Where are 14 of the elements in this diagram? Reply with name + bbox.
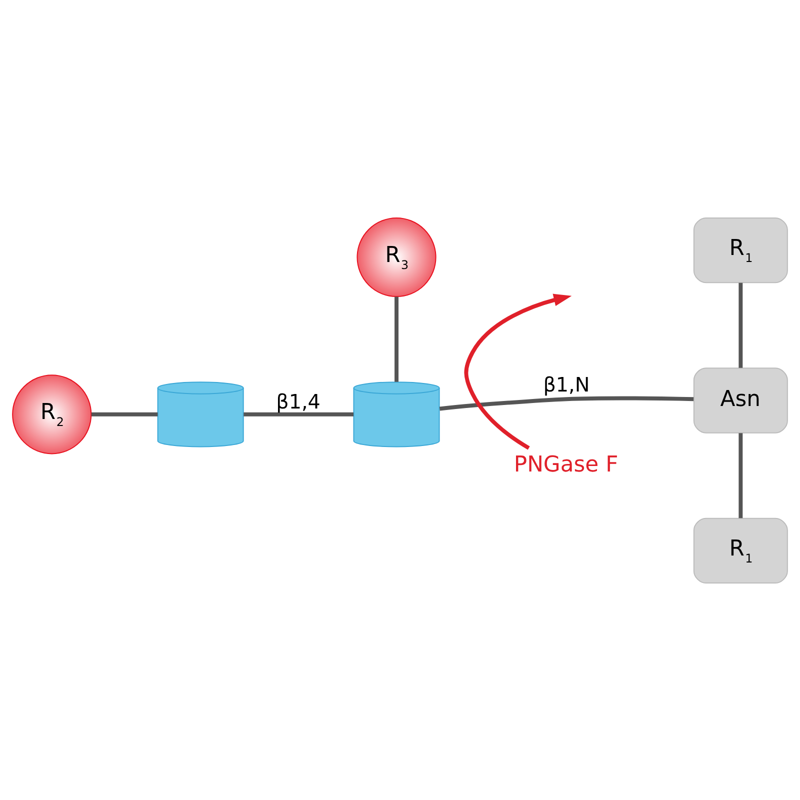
- edge-label: β1,4: [276, 390, 320, 413]
- node-box: R$_{1}$: [693, 216, 788, 283]
- node-box: R$_{1}$: [693, 517, 788, 584]
- connector: [394, 296, 398, 382]
- node-box: Asn: [693, 367, 788, 433]
- edge-label: β1,N: [543, 373, 590, 396]
- connector: [738, 432, 743, 518]
- node-circle: R$_{2}$: [12, 374, 92, 454]
- node-circle: R$_{3}$: [356, 216, 436, 297]
- connector: [439, 396, 694, 410]
- node-text: PNGase F: [514, 452, 618, 478]
- connector: [244, 412, 354, 416]
- connector: [738, 282, 743, 368]
- connector: [91, 412, 158, 416]
